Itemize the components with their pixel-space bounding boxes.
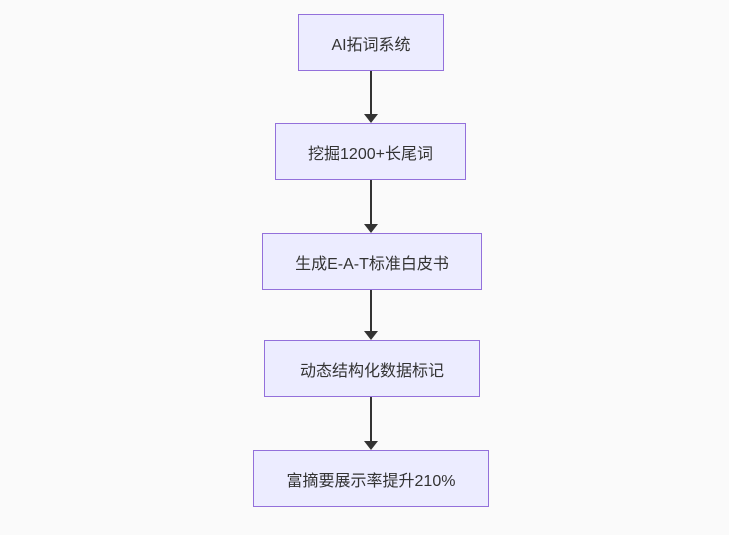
flow-arrow — [364, 180, 378, 233]
arrow-shaft — [370, 290, 372, 332]
flow-node-label: 富摘要展示率提升210% — [286, 472, 456, 490]
flow-node-rich-snippet-result: 富摘要展示率提升210% — [253, 450, 489, 507]
flow-node-label: 生成E-A-T标准白皮书 — [295, 255, 449, 273]
arrow-shaft — [370, 397, 372, 442]
flow-node-ai-word-expansion: AI拓词系统 — [298, 14, 444, 71]
arrow-head-icon — [364, 441, 378, 450]
flow-node-label: 挖掘1200+长尾词 — [308, 145, 433, 163]
flow-arrow — [364, 397, 378, 450]
flow-node-structured-data-markup: 动态结构化数据标记 — [264, 340, 480, 397]
arrow-head-icon — [364, 331, 378, 340]
arrow-head-icon — [364, 114, 378, 123]
flow-arrow — [364, 290, 378, 340]
arrow-shaft — [370, 180, 372, 225]
flow-node-eat-whitepaper: 生成E-A-T标准白皮书 — [262, 233, 482, 290]
flow-node-label: 动态结构化数据标记 — [299, 362, 444, 380]
arrow-shaft — [370, 71, 372, 115]
flow-arrow — [364, 71, 378, 123]
flow-node-label: AI拓词系统 — [331, 36, 411, 54]
flow-node-longtail-mining: 挖掘1200+长尾词 — [275, 123, 466, 180]
arrow-head-icon — [364, 224, 378, 233]
